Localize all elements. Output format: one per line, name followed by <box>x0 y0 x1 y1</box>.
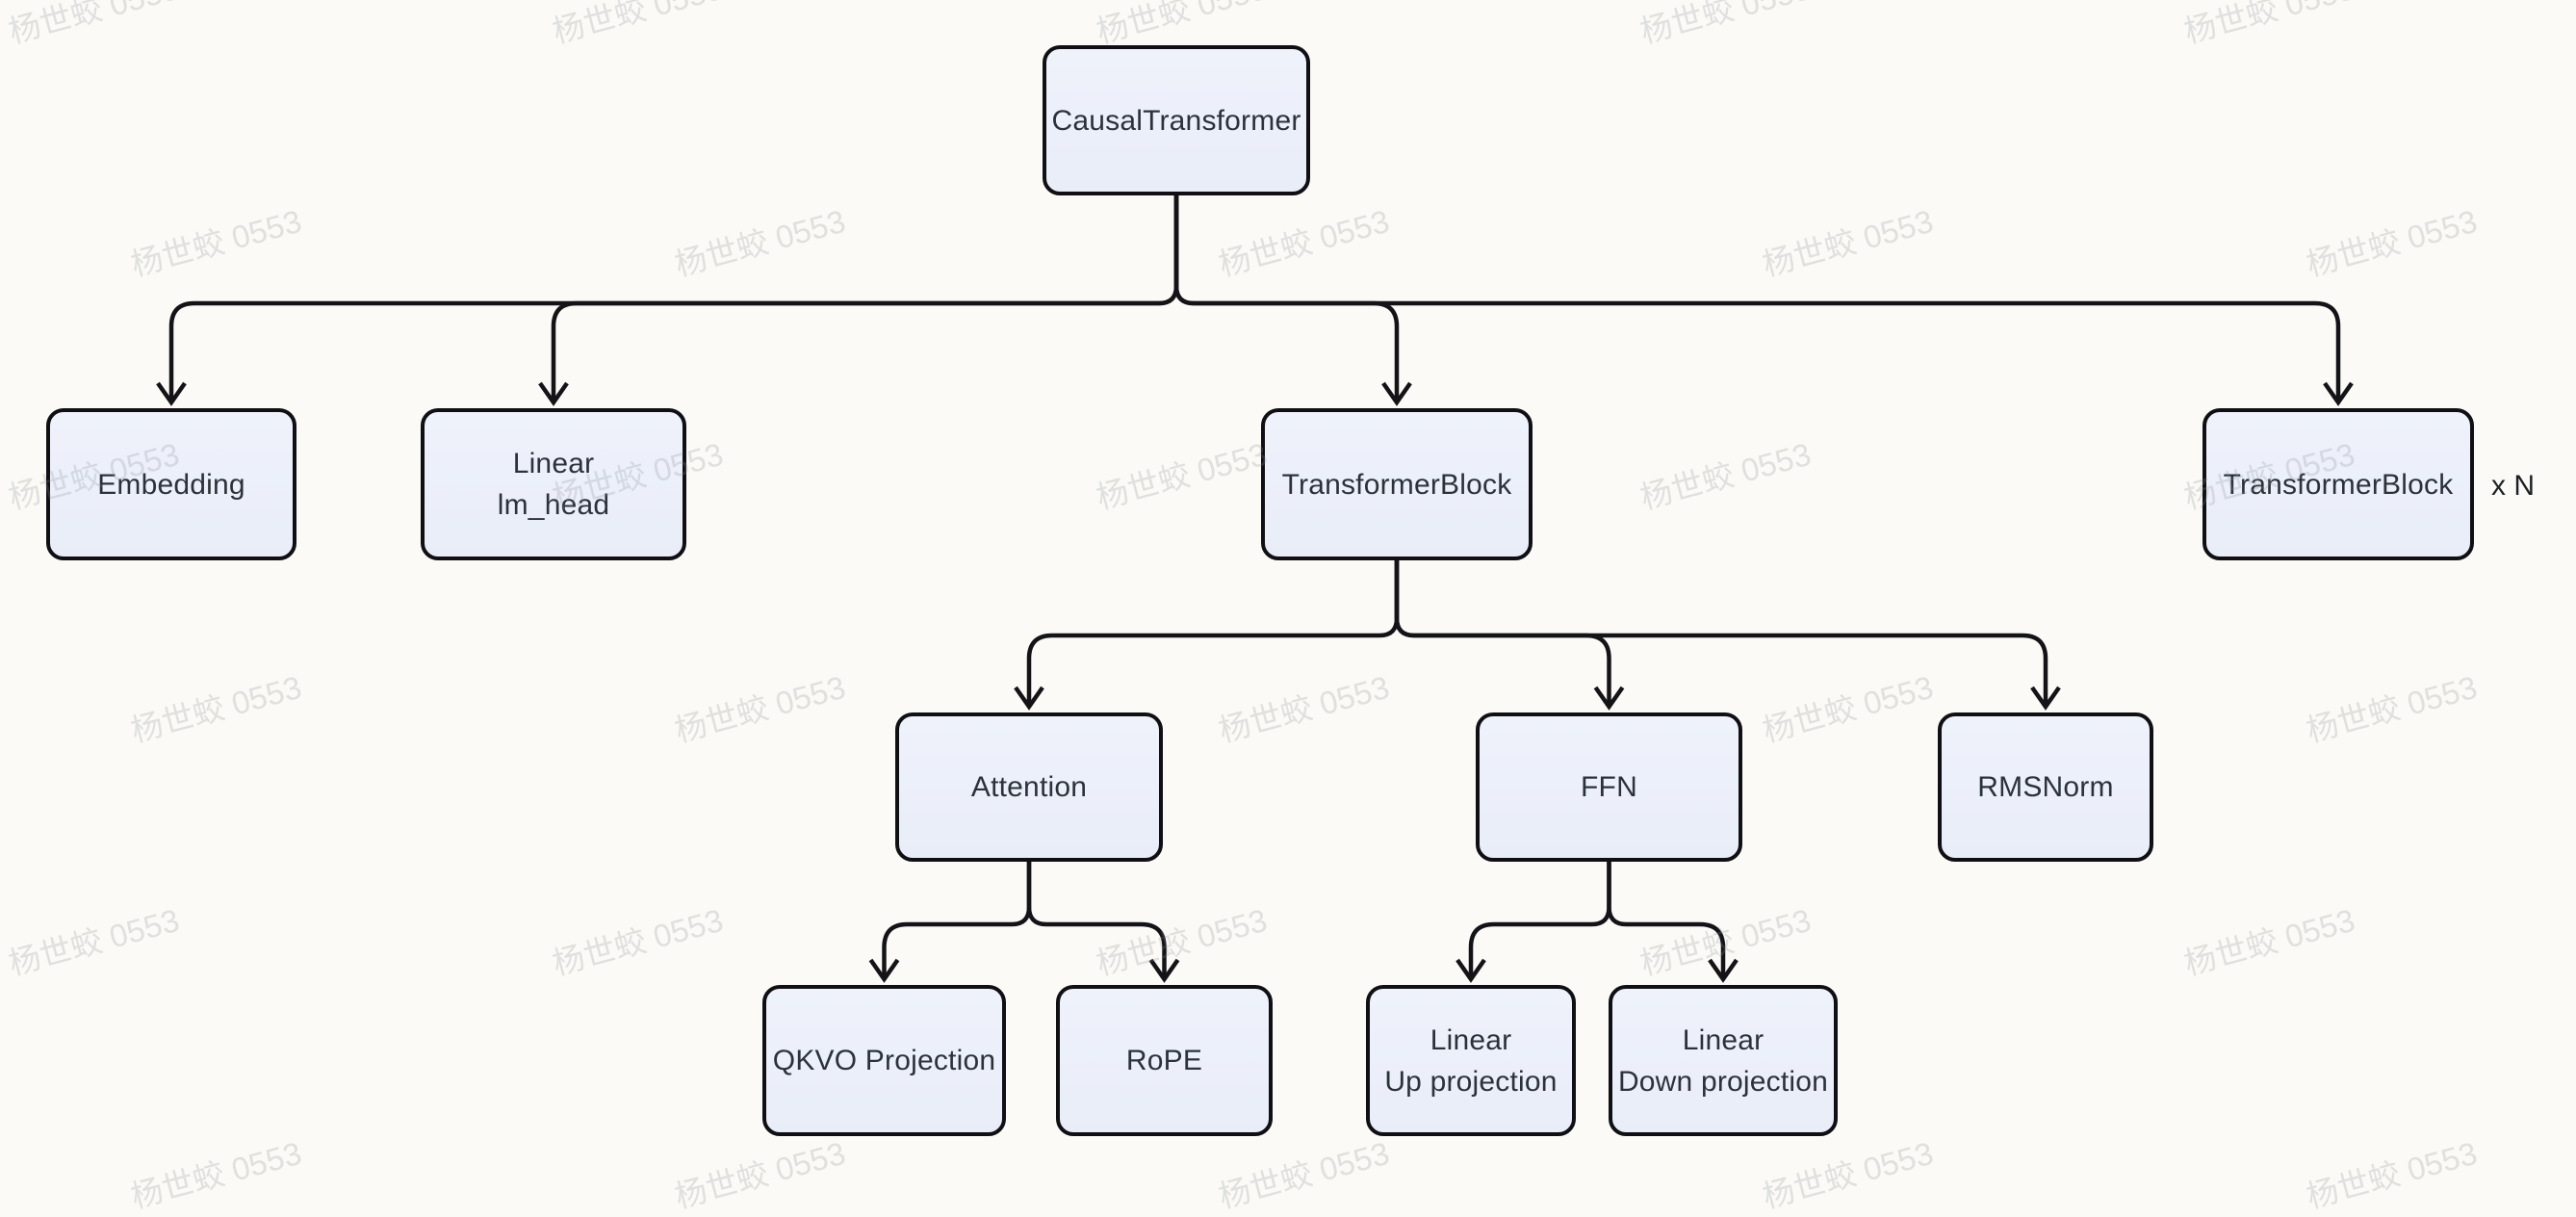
node-label-transformer-block-n: TransformerBlock <box>2223 468 2454 501</box>
node-label-linear-down: Linear Down projection <box>1617 1023 1829 1098</box>
node-label-causal-transformer: CausalTransformer <box>1051 104 1301 137</box>
edge-transformer-block-to-rmsnorm <box>1394 560 2061 711</box>
node-transformer-block-n: TransformerBlock <box>2202 408 2474 560</box>
node-label-embedding: Embedding <box>97 468 245 501</box>
node-embedding: Embedding <box>46 408 296 560</box>
node-label-qkvo-projection: QKVO Projection <box>772 1045 996 1076</box>
node-causal-transformer: CausalTransformer <box>1043 45 1310 195</box>
edge-group <box>156 195 2354 983</box>
node-label-attention: Attention <box>970 771 1088 803</box>
edge-ffn-to-linear-down <box>1607 862 1739 983</box>
diagram-annotations: x N <box>2491 470 2535 502</box>
node-label-linear-lm-head: Linear lm_head <box>497 448 610 521</box>
node-label-transformer-block: TransformerBlock <box>1281 468 1512 501</box>
node-rope: RoPE <box>1056 985 1273 1136</box>
node-label-rope: RoPE <box>1125 1045 1203 1076</box>
node-label-linear-up: Linear Up projection <box>1384 1023 1558 1098</box>
node-transformer-block: TransformerBlock <box>1261 408 1533 560</box>
node-ffn: FFN <box>1476 712 1742 862</box>
repeat-count-label: x N <box>2491 470 2535 502</box>
node-linear-lm-head: Linear lm_head <box>421 408 686 560</box>
node-qkvo-projection: QKVO Projection <box>762 985 1006 1136</box>
node-label-ffn: FFN <box>1581 771 1637 803</box>
node-rmsnorm: RMSNorm <box>1938 712 2153 862</box>
edge-causal-transformer-to-transformer-block-n <box>1173 195 2354 406</box>
node-linear-down: Linear Down projection <box>1609 985 1838 1136</box>
node-attention: Attention <box>895 712 1163 862</box>
node-label-rmsnorm: RMSNorm <box>1977 771 2114 803</box>
node-linear-up: Linear Up projection <box>1366 985 1576 1136</box>
edge-attention-to-rope <box>1026 862 1180 983</box>
diagram-edges <box>156 195 2354 983</box>
